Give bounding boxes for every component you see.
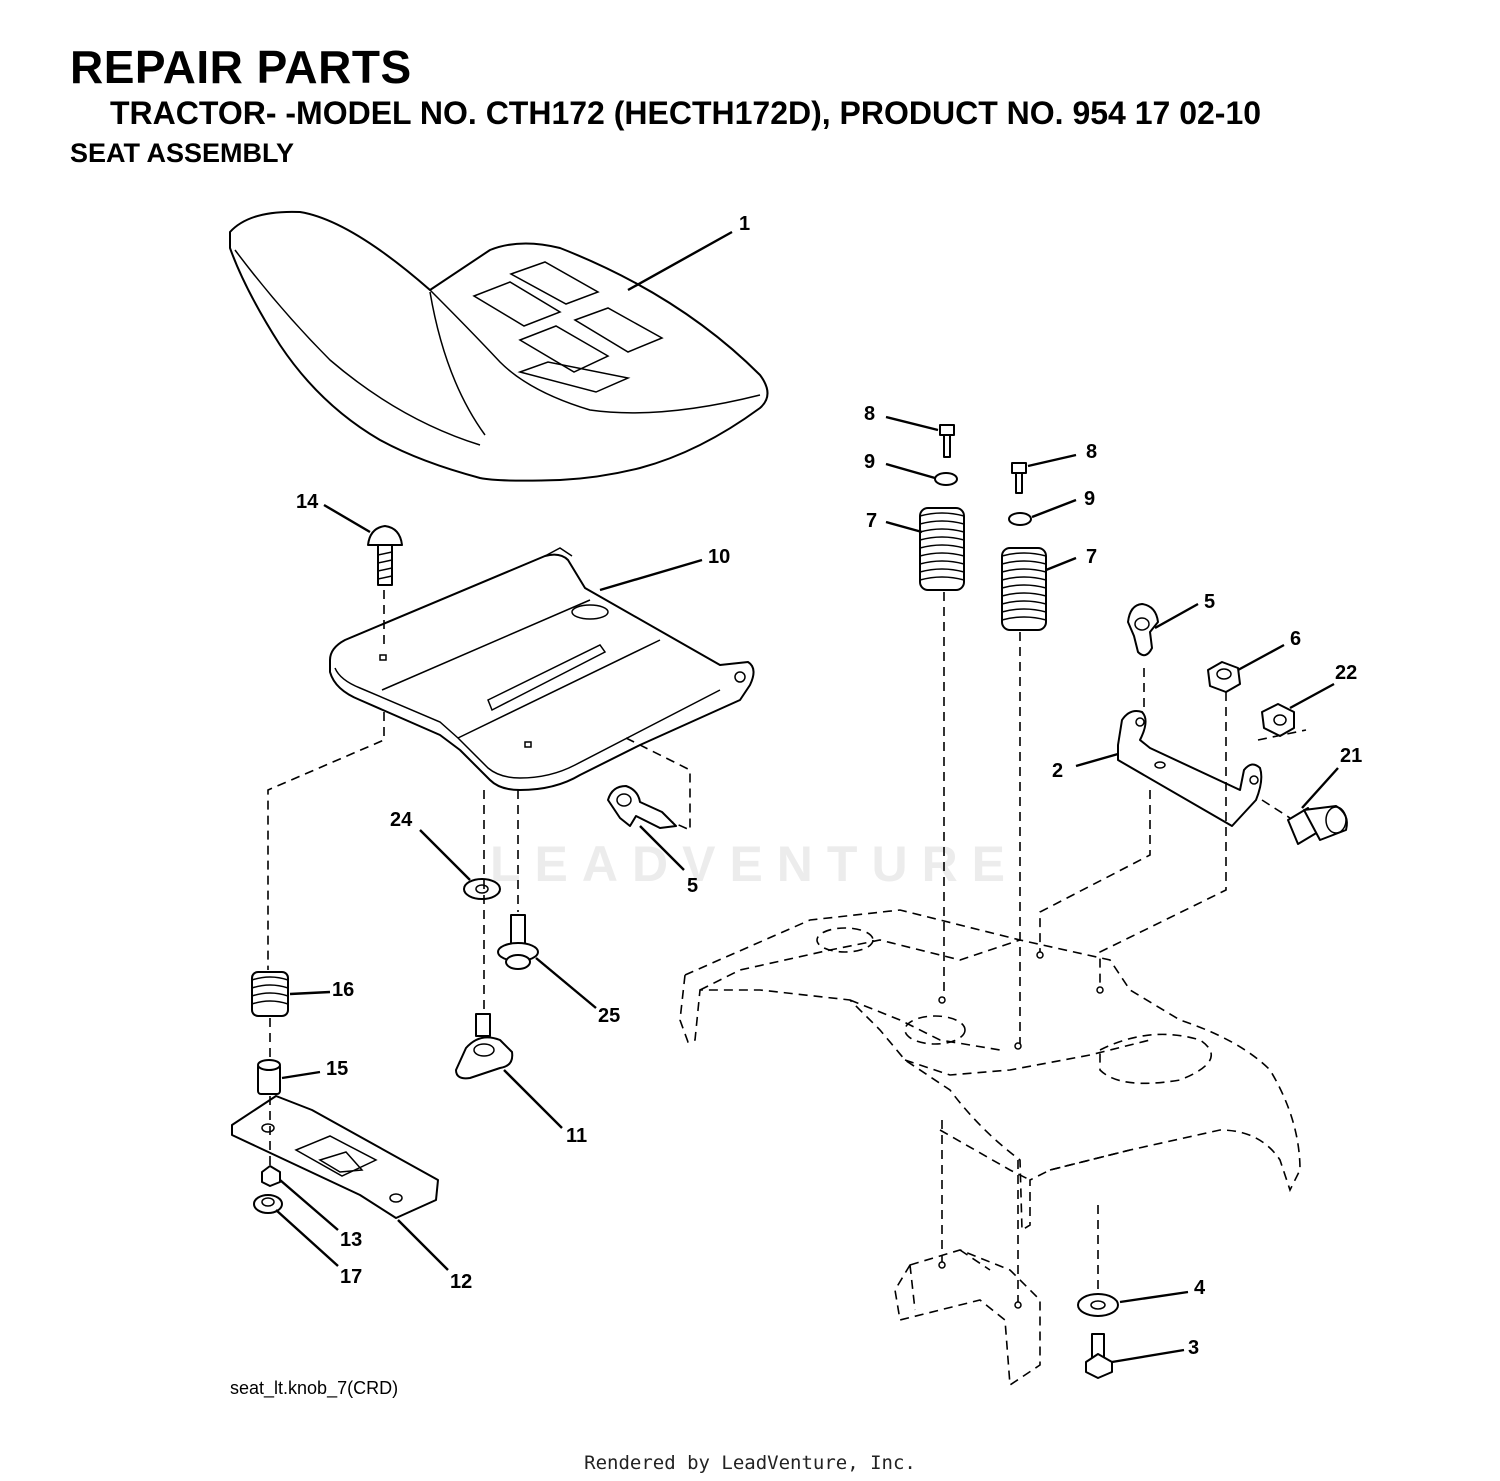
spring-right[interactable] (1001, 547, 1047, 631)
adjustment-knob-11[interactable] (455, 1013, 514, 1080)
callout-10: 10 (708, 546, 730, 568)
bolt-3[interactable] (1085, 1333, 1113, 1379)
spring-bolt-right[interactable] (1011, 462, 1027, 494)
spring-16[interactable] (251, 971, 289, 1017)
callout-5a: 5 (1204, 591, 1215, 613)
callout-1: 1 (739, 213, 750, 235)
fender-reference (679, 909, 1301, 1387)
switch-clip-lower[interactable] (607, 785, 677, 829)
callout-3: 3 (1188, 1337, 1199, 1359)
callout-2: 2 (1052, 760, 1063, 782)
washer-right[interactable] (1008, 512, 1032, 526)
callout-14: 14 (296, 491, 319, 513)
pivot-bracket-part[interactable] (1117, 710, 1263, 827)
washer-4[interactable] (1077, 1293, 1119, 1317)
callout-17: 17 (340, 1266, 362, 1288)
callout-15: 15 (326, 1058, 348, 1080)
watermark: LEADVENTURE (490, 836, 1020, 892)
callout-8b: 8 (1086, 441, 1097, 463)
model-subtitle: TRACTOR- -MODEL NO. CTH172 (HECTH172D), … (110, 95, 1262, 131)
callout-labels: 1 8 9 8 9 7 7 14 10 5 6 22 2 21 24 5 16 … (296, 213, 1362, 1359)
callout-9a: 9 (864, 451, 875, 473)
callout-5b: 5 (687, 875, 698, 897)
switch-clip-upper[interactable] (1127, 603, 1159, 657)
carriage-bolt-part[interactable] (367, 525, 403, 586)
leader-lines (275, 230, 1339, 1364)
shoulder-screw-25[interactable] (497, 914, 539, 970)
assembly-lines (267, 590, 1307, 1302)
callout-11: 11 (566, 1125, 587, 1147)
callout-12: 12 (450, 1271, 472, 1293)
callout-24: 24 (390, 809, 413, 831)
callout-7b: 7 (1086, 546, 1097, 568)
shoulder-bolt-part[interactable] (1287, 805, 1348, 845)
section-title: SEAT ASSEMBLY (70, 138, 295, 168)
callout-13: 13 (340, 1229, 362, 1251)
footer-credit: Rendered by LeadVenture, Inc. (584, 1452, 916, 1474)
spring-bolt-left[interactable] (939, 424, 955, 458)
spacer-15[interactable] (257, 1059, 281, 1095)
callout-16: 16 (332, 979, 354, 1001)
nut-13[interactable] (261, 1165, 281, 1187)
callout-25: 25 (598, 1005, 620, 1027)
callout-8a: 8 (864, 403, 875, 425)
callout-7a: 7 (866, 510, 877, 532)
flat-washer-24[interactable] (463, 878, 501, 900)
page-title: REPAIR PARTS (70, 41, 412, 93)
callout-22: 22 (1335, 662, 1357, 684)
callout-6: 6 (1290, 628, 1301, 650)
hex-nut-part[interactable] (1207, 661, 1241, 693)
callout-21: 21 (1340, 745, 1362, 767)
drawing-reference: seat_lt.knob_7(CRD) (230, 1378, 399, 1398)
seat-part[interactable] (229, 210, 769, 482)
slide-plate-12[interactable] (231, 1095, 439, 1219)
seat-pan-part[interactable] (329, 547, 755, 791)
callout-4: 4 (1194, 1277, 1206, 1299)
nut-17[interactable] (253, 1194, 283, 1214)
callout-9b: 9 (1084, 488, 1095, 510)
spring-left[interactable] (919, 507, 965, 591)
washer-left[interactable] (934, 472, 958, 486)
lock-nut-part[interactable] (1261, 703, 1295, 737)
